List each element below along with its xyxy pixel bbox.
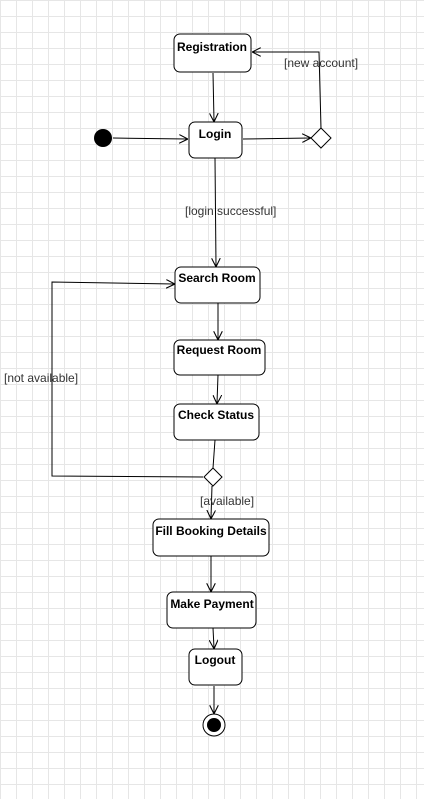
guard-new-account: [new account] xyxy=(284,56,358,70)
edge-start-to-login xyxy=(112,138,187,139)
activity-make-payment: Make Payment xyxy=(166,591,257,629)
activity-label: Login xyxy=(199,127,232,141)
guard-login-successful: [login successful] xyxy=(185,204,276,218)
edge-not-available-loop xyxy=(51,282,204,478)
guard-not-available: [not available] xyxy=(4,371,78,385)
activity-label: Request Room xyxy=(177,343,262,357)
activity-search-room: Search Room xyxy=(174,266,261,304)
decision-node-status xyxy=(203,467,223,487)
guard-available: [available] xyxy=(200,494,254,508)
final-node xyxy=(202,713,226,737)
edge-decision-to-registration xyxy=(253,52,322,129)
edge-decision-to-fill xyxy=(211,485,212,518)
decision-node-login xyxy=(310,127,332,149)
activity-fill-booking-details: Fill Booking Details xyxy=(152,518,270,557)
edge-login-to-search xyxy=(215,157,216,266)
activity-label: Registration xyxy=(177,40,247,54)
activity-label: Search Room xyxy=(178,271,255,285)
activity-registration: Registration xyxy=(173,33,252,73)
activity-logout: Logout xyxy=(188,648,243,686)
edge-request-to-check xyxy=(217,374,218,403)
activity-login: Login xyxy=(188,121,243,159)
activity-label: Check Status xyxy=(178,408,254,422)
initial-node xyxy=(94,129,112,147)
activity-label: Logout xyxy=(195,653,236,667)
activity-label: Fill Booking Details xyxy=(155,524,267,538)
edge-login-to-decision xyxy=(242,138,310,139)
activity-label: Make Payment xyxy=(170,597,253,611)
edge-registration-to-login xyxy=(213,72,214,121)
activity-check-status: Check Status xyxy=(173,403,260,441)
activity-request-room: Request Room xyxy=(173,339,266,376)
edge-payment-to-logout xyxy=(213,627,214,648)
edge-check-to-decision xyxy=(212,439,216,469)
